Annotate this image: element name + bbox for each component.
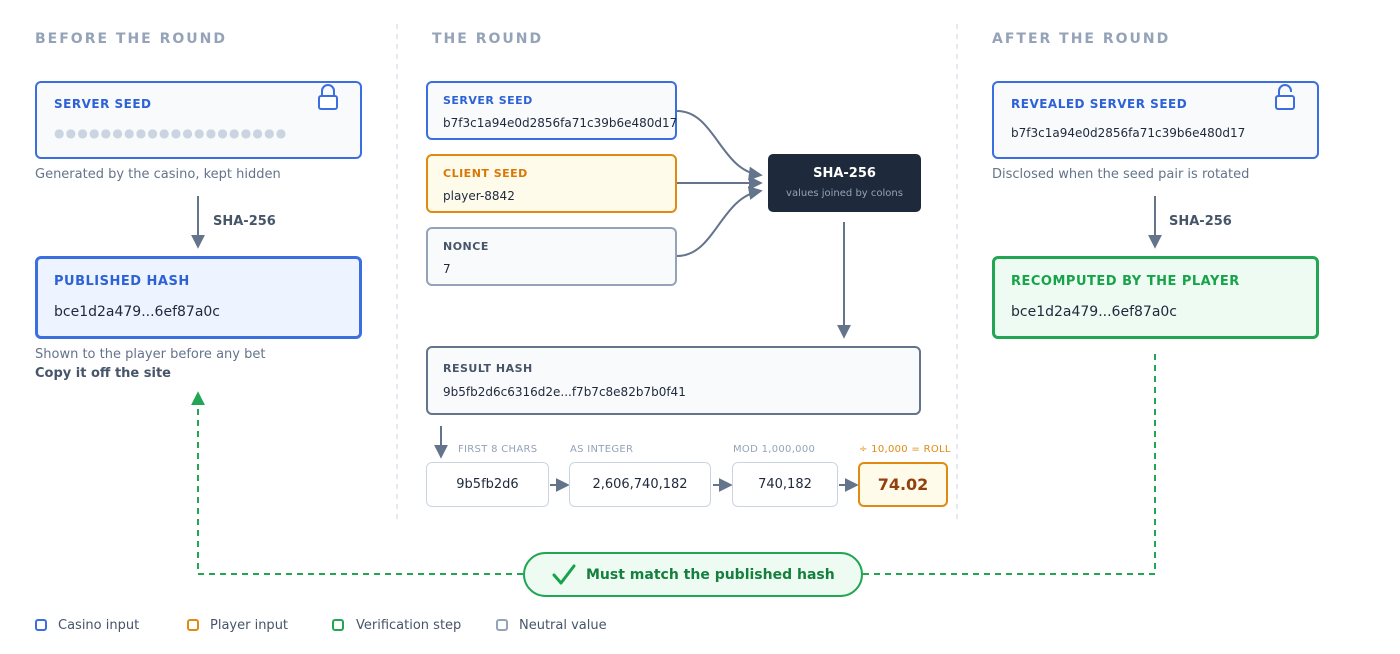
before-server-seed-box: SERVER SEED ●●●●●●●●●●●●●●●●●●●● [35, 81, 362, 159]
before-sha-label: SHA-256 [213, 214, 276, 229]
legend-label-verification: Verification step [356, 618, 462, 633]
result-hash-value: 9b5fb2d6c6316d2e...f7b7c8e82b7b0f41 [443, 385, 686, 399]
verification-dashed-left [191, 391, 523, 575]
pipeline-label-first-chars: FIRST 8 CHARS [458, 444, 538, 455]
lock-open-icon [1275, 84, 1295, 110]
revealed-server-seed-value: b7f3c1a94e0d2856fa71c39b6e480d17 [1011, 126, 1246, 140]
client-seed-value: player-8842 [443, 189, 515, 203]
column-heading-after: AFTER THE ROUND [992, 31, 1171, 47]
pipeline-label-mod: MOD 1,000,000 [733, 444, 816, 455]
legend-swatch-neutral [496, 619, 508, 631]
recomputed-hash-box: RECOMPUTED BY THE PLAYER bce1d2a479...6e… [992, 256, 1319, 339]
published-hash-box: PUBLISHED HASH bce1d2a479...6ef87a0c [35, 256, 362, 339]
nonce-value: 7 [443, 262, 451, 276]
legend-swatch-player [187, 619, 199, 631]
legend-label-casino: Casino input [58, 618, 140, 633]
revealed-caption: Disclosed when the seed pair is rotated [992, 167, 1250, 182]
match-label: Must match the published hash [586, 567, 835, 583]
column-heading-before: BEFORE THE ROUND [35, 31, 228, 47]
round-server-seed-title: SERVER SEED [443, 94, 533, 107]
result-hash-box: RESULT HASH 9b5fb2d6c6316d2e...f7b7c8e82… [426, 346, 921, 415]
nonce-box: NONCE 7 [426, 227, 677, 286]
lock-closed-icon [318, 84, 338, 110]
revealed-server-seed-title: REVEALED SERVER SEED [1011, 97, 1188, 111]
pipeline-integer-box: 2,606,740,182 [569, 462, 711, 507]
round-server-seed-box: SERVER SEED b7f3c1a94e0d2856fa71c39b6e48… [426, 81, 677, 140]
after-sha-label: SHA-256 [1169, 214, 1232, 229]
column-heading-round: THE ROUND [432, 31, 544, 47]
pipeline-label-as-integer: AS INTEGER [570, 444, 634, 455]
round-server-seed-value: b7f3c1a94e0d2856fa71c39b6e480d17 [443, 116, 678, 130]
pipeline-mod-box: 740,182 [732, 462, 838, 507]
verification-dashed-right [863, 350, 1156, 575]
legend-label-neutral: Neutral value [519, 618, 607, 633]
client-seed-box: CLIENT SEED player-8842 [426, 154, 677, 213]
nonce-to-sha-arrow [676, 186, 763, 257]
nonce-title: NONCE [443, 240, 489, 253]
checkmark-icon [552, 564, 576, 585]
published-hash-title: PUBLISHED HASH [54, 274, 190, 289]
revealed-server-seed-box: REVEALED SERVER SEED b7f3c1a94e0d2856fa7… [992, 81, 1319, 159]
sha256-box: SHA-256 values joined by colons [768, 154, 921, 212]
hidden-seed-dots: ●●●●●●●●●●●●●●●●●●●● [54, 126, 288, 140]
recomputed-hash-value: bce1d2a479...6ef87a0c [1011, 304, 1177, 320]
roll-result-box: 74.02 [858, 462, 948, 507]
pipeline-first-chars-box: 9b5fb2d6 [426, 462, 549, 507]
before-server-seed-title: SERVER SEED [54, 97, 152, 111]
legend-swatch-casino [35, 619, 47, 631]
before-server-seed-caption: Generated by the casino, kept hidden [35, 167, 281, 182]
match-pill: Must match the published hash [523, 552, 863, 597]
recomputed-hash-title: RECOMPUTED BY THE PLAYER [1011, 274, 1240, 289]
published-caption-strong: Copy it off the site [35, 366, 171, 381]
pipeline-label-roll: ÷ 10,000 = ROLL [859, 444, 951, 455]
published-hash-value: bce1d2a479...6ef87a0c [54, 304, 220, 320]
sha256-title: SHA-256 [813, 166, 876, 181]
result-hash-title: RESULT HASH [443, 362, 533, 375]
sha256-subtitle: values joined by colons [786, 188, 903, 199]
client-seed-title: CLIENT SEED [443, 167, 528, 180]
legend-label-player: Player input [210, 618, 289, 633]
server-seed-to-sha-arrow [676, 110, 763, 181]
legend-swatch-verification [332, 619, 344, 631]
published-caption: Shown to the player before any bet [35, 347, 266, 362]
